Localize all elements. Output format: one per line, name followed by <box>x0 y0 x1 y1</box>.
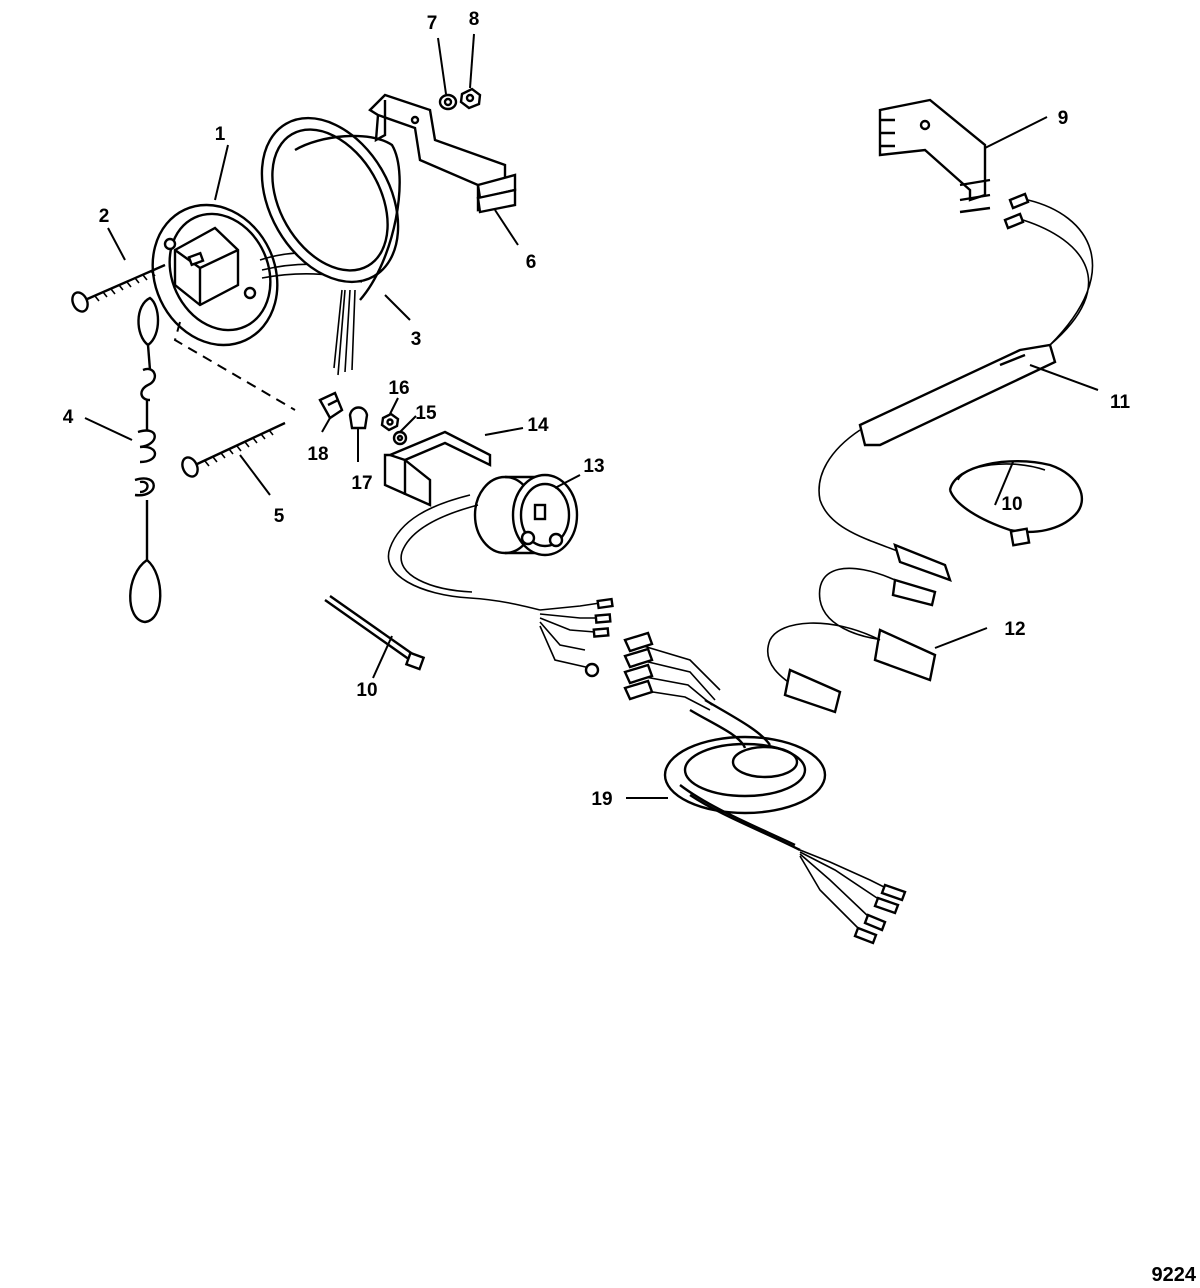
callout-8: 8 <box>469 9 480 30</box>
part-2-screw[interactable] <box>69 263 166 314</box>
part-3-mounting-ring[interactable] <box>234 94 426 376</box>
part-4-lanyard[interactable] <box>129 296 162 624</box>
part-7-washer[interactable] <box>438 93 458 111</box>
callout-13: 13 <box>583 456 604 477</box>
part-6-bracket[interactable] <box>368 93 517 214</box>
callout-12: 12 <box>1004 619 1025 640</box>
callout-11: 11 <box>1110 392 1131 413</box>
part-8-nut[interactable] <box>459 87 482 110</box>
callout-18: 18 <box>307 444 328 465</box>
callout-16: 16 <box>388 378 409 399</box>
callout-1: 1 <box>215 124 226 145</box>
part-12-connectors[interactable] <box>767 542 952 714</box>
callout-3: 3 <box>411 329 422 350</box>
part-9-connector-bracket[interactable] <box>878 98 991 214</box>
callout-15: 15 <box>415 403 437 424</box>
part-13-gauge[interactable] <box>387 473 614 678</box>
part-16-nut[interactable] <box>380 412 400 432</box>
callout-5: 5 <box>274 506 285 527</box>
dashed-relation-line <box>173 321 296 411</box>
part-5-screw[interactable] <box>179 421 286 479</box>
part-15-washer[interactable] <box>392 430 408 446</box>
callout-7: 7 <box>427 13 438 34</box>
callout-14: 14 <box>527 415 549 436</box>
callout-10b: 10 <box>1001 494 1022 515</box>
part-14-u-bracket[interactable] <box>383 430 492 507</box>
part-1-gauge-bezel[interactable] <box>130 184 366 365</box>
callout-2: 2 <box>99 206 110 227</box>
part-19-coiled-harness[interactable] <box>623 631 907 945</box>
part-17-bulb[interactable] <box>348 406 369 430</box>
callout-4: 4 <box>63 407 74 428</box>
part-11-cable-sleeve[interactable] <box>818 192 1094 553</box>
callout-17: 17 <box>351 473 372 494</box>
leader-lines <box>84 33 1099 799</box>
part-18-socket[interactable] <box>318 391 344 420</box>
part-10a-cable-tie[interactable] <box>324 595 426 671</box>
callout-19: 19 <box>591 789 612 810</box>
callout-9: 9 <box>1058 108 1069 129</box>
callout-6: 6 <box>526 252 537 273</box>
figure-number: 9224 <box>1152 1264 1197 1286</box>
part-10b-clamp-band[interactable] <box>948 459 1084 547</box>
callout-10a: 10 <box>356 680 377 701</box>
